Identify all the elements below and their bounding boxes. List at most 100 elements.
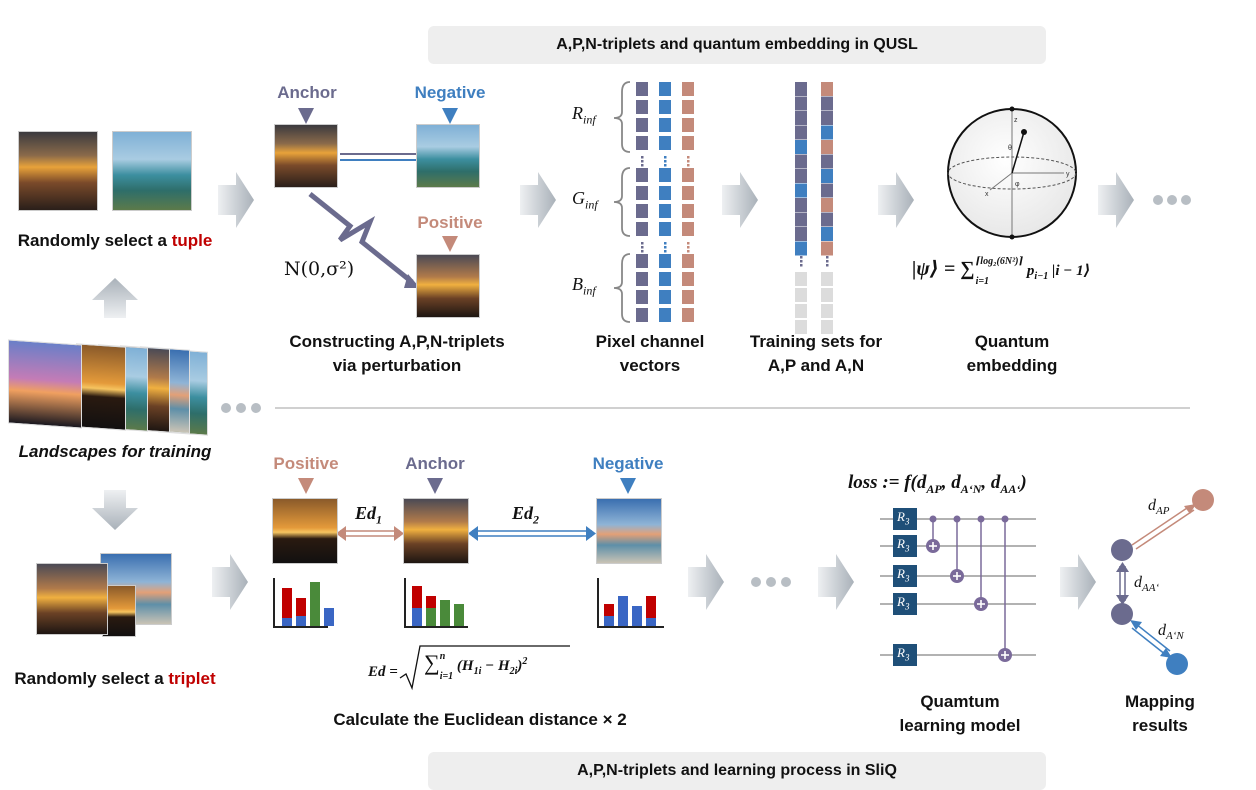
pixel-cell (682, 308, 694, 322)
anchor-marker-top (298, 108, 314, 124)
training-cell-b (821, 154, 833, 169)
pixel-cell (659, 82, 671, 96)
pixel-cell (659, 222, 671, 236)
padding-cell (795, 304, 807, 318)
pixel-cell (659, 118, 671, 132)
padding-cell (795, 272, 807, 286)
bloch-sphere-icon: z y x θ φ (947, 106, 1077, 240)
flow-arrows-bottom (212, 554, 1096, 610)
anchor-photo-top (274, 124, 338, 188)
tuple-photo-sunset (18, 131, 98, 211)
node-anchor (1111, 539, 1133, 561)
pixel-cell (659, 272, 671, 286)
pixel-cell (682, 136, 694, 150)
mapping-results-graph (1111, 489, 1214, 675)
select-tuple-label: Randomly select a tuple (17, 231, 213, 250)
negative-photo-top (416, 124, 480, 188)
d-ap-label: dAP (1148, 497, 1170, 518)
training-cell-a (795, 154, 807, 169)
histogram-positive (273, 578, 334, 628)
training-cell-a (795, 198, 807, 212)
constructing-label: Constructing A,P,N-triplets via perturba… (289, 332, 505, 375)
pixel-cell (659, 168, 671, 182)
ed-formula: Ed = (368, 664, 398, 680)
pixel-cell (682, 272, 694, 286)
training-cell-a (795, 183, 807, 198)
sqrt-sign (399, 645, 570, 691)
pixel-cell (682, 222, 694, 236)
training-cell-b (821, 125, 833, 140)
ellipsis-dots (221, 195, 1191, 587)
pixel-cell (636, 254, 648, 268)
quantum-circuit (880, 508, 1036, 666)
pixel-cell (659, 136, 671, 150)
training-cell-b (821, 212, 833, 227)
pixel-cell (636, 100, 648, 114)
node-positive (1192, 489, 1214, 511)
padding-cell (821, 288, 833, 302)
positive-photo-bottom (272, 498, 338, 564)
negative-photo-bottom (596, 498, 662, 564)
pixel-cell (682, 204, 694, 218)
pixel-cell (636, 222, 648, 236)
training-cell-a (795, 140, 807, 154)
histogram-negative (597, 578, 664, 628)
negative-marker-top (442, 108, 458, 124)
training-cell-b (821, 183, 833, 198)
training-cell-a (795, 169, 807, 183)
ed1-label: Ed1 (355, 503, 383, 527)
select-triplet-label: Randomly select a triplet (14, 669, 216, 688)
channel-braces (613, 81, 631, 323)
negative-label-bottom: Negative (592, 454, 664, 473)
pixel-cell (659, 308, 671, 322)
positive-label-bottom: Positive (273, 454, 339, 473)
pixel-cell (636, 136, 648, 150)
pixel-cell (682, 168, 694, 182)
bottom-banner: A,P,N-triplets and learning process in S… (428, 752, 1046, 790)
negative-label-top: Negative (414, 83, 486, 102)
quantum-embedding-label: Quantum embedding (966, 332, 1058, 375)
d-aa-label: dAA‘ (1134, 574, 1160, 595)
d-an-label: dA‘N (1158, 622, 1184, 643)
pixel-cell (636, 168, 648, 182)
pixel-cell (636, 290, 648, 304)
svg-text:x: x (985, 191, 989, 198)
training-cell-b (821, 198, 833, 212)
padding-cell (821, 272, 833, 286)
svg-text:θ: θ (1008, 145, 1012, 152)
pixel-cell (659, 100, 671, 114)
training-cell-a (795, 125, 807, 140)
tuple-photo-sea (112, 131, 192, 211)
mapping-results-label: Mapping results (1125, 692, 1195, 735)
euclidean-label: Calculate the Euclidean distance × 2 (333, 710, 627, 729)
top-banner: A,P,N-triplets and quantum embedding in … (428, 26, 1046, 64)
r-inf-label: Rinf (572, 103, 596, 127)
pixel-cell (659, 186, 671, 200)
pixel-cell (636, 272, 648, 286)
training-cell-b (821, 169, 833, 183)
training-cell-b (821, 96, 833, 111)
positive-photo-top (416, 254, 480, 318)
flow-arrows-top (218, 172, 1134, 228)
g-inf-label: Ginf (572, 188, 598, 212)
svg-text:y: y (1066, 171, 1070, 178)
pixel-cell (659, 204, 671, 218)
ed2-label: Ed2 (512, 503, 540, 527)
anchor-photo-bottom (403, 498, 469, 564)
padding-cell (821, 320, 833, 334)
noise-label: N(0,σ²) (284, 258, 355, 280)
triplet-photo-front (36, 563, 108, 635)
embedding-formula: |ψ⟩ = ∑⌈log₂(6N²)⌉i=1 pi−1 |i − 1⟩ (912, 256, 1091, 288)
positive-marker-top (442, 236, 458, 252)
pixel-cell (636, 186, 648, 200)
pixel-cell (636, 82, 648, 96)
pixel-cell (682, 186, 694, 200)
training-cell-a (795, 212, 807, 227)
ed2-arrow (468, 526, 596, 541)
up-arrow (92, 278, 138, 318)
padding-cell (795, 288, 807, 302)
pixel-channel-label: Pixel channel vectors (595, 332, 705, 375)
pixel-cell (682, 118, 694, 132)
